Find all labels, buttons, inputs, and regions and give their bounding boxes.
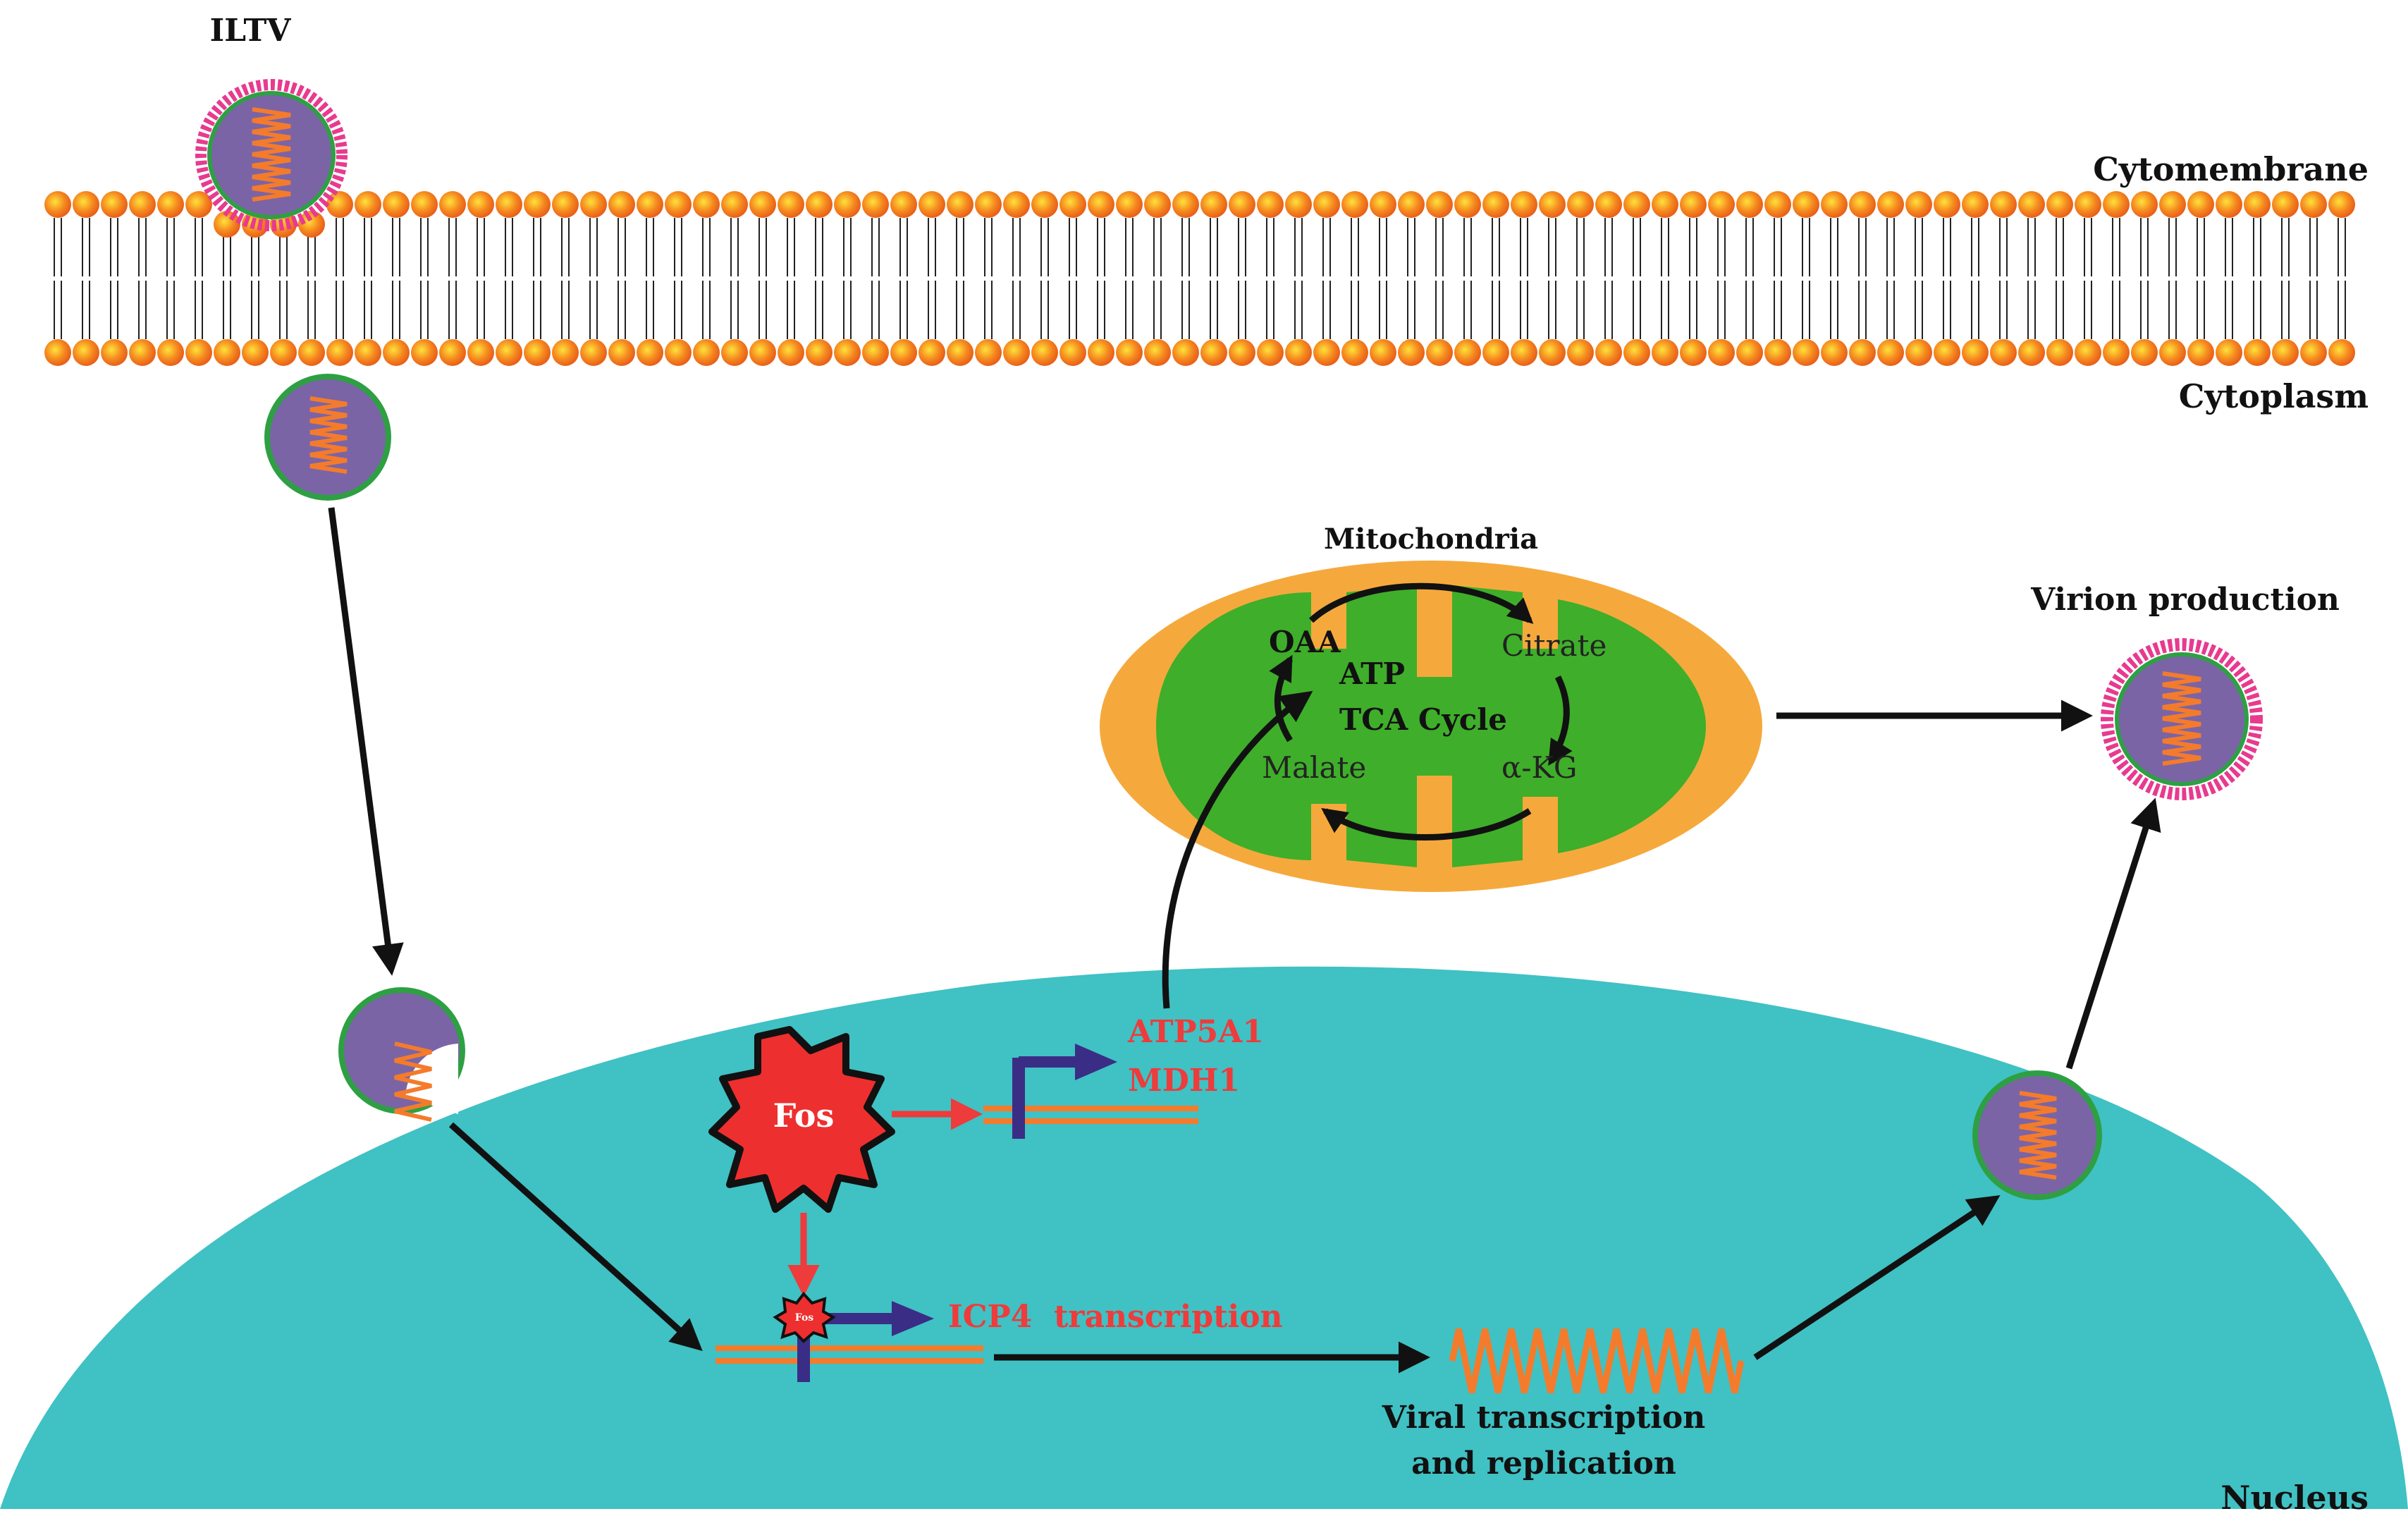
fos-label: Fos	[773, 1096, 835, 1135]
pathway-arrows	[328, 507, 2161, 1374]
cytoplasm-label: Cytoplasm	[2179, 377, 2369, 415]
cytomembrane-label: Cytomembrane	[2093, 150, 2369, 188]
viral-transcription-label-2: and replication	[1411, 1446, 1676, 1481]
oaa-label: OAA	[1269, 625, 1341, 659]
fos-protein: Fos	[708, 1026, 895, 1213]
cell-membrane-bilayer	[44, 191, 2355, 366]
citrate-label: Citrate	[1501, 628, 1607, 663]
produced-virion	[2101, 638, 2263, 800]
viral-transcription-label-1: Viral transcription	[1382, 1400, 1705, 1436]
nucleus	[0, 966, 2408, 1509]
malate-label: Malate	[1262, 750, 1366, 785]
fos-regulation-arrows	[787, 1098, 983, 1297]
mitochondria-label: Mitochondria	[1324, 522, 1538, 556]
atp-label: ATP	[1339, 656, 1405, 691]
iltv-capsid-exiting-nucleus	[1972, 1070, 2102, 1200]
iltv-label: ILTV	[210, 13, 292, 49]
atp5a1-label: ATP5A1	[1127, 1014, 1264, 1050]
iltv-capsid-docking-nucleus	[338, 987, 465, 1122]
atp5a1-mdh1-gene	[983, 1044, 1198, 1139]
icp4-transcription-label: ICP4 transcription	[948, 1299, 1283, 1335]
tca-cycle-label: TCA Cycle	[1339, 702, 1507, 737]
tca-cycle-arrows	[1269, 582, 1573, 841]
iltv-virion-attaching	[195, 79, 348, 231]
viral-dna-coil	[1449, 1328, 1745, 1393]
nucleus-label: Nucleus	[2220, 1479, 2369, 1517]
virion-production-label: Virion production	[2030, 582, 2340, 618]
fos-small-label: Fos	[795, 1312, 814, 1324]
fos-bound-small: Fos	[773, 1291, 836, 1343]
mitochondrion	[1100, 561, 1762, 892]
iltv-capsid-cytoplasm	[264, 374, 391, 501]
mdh1-label: MDH1	[1128, 1063, 1240, 1099]
akg-label: α-KG	[1501, 750, 1577, 785]
